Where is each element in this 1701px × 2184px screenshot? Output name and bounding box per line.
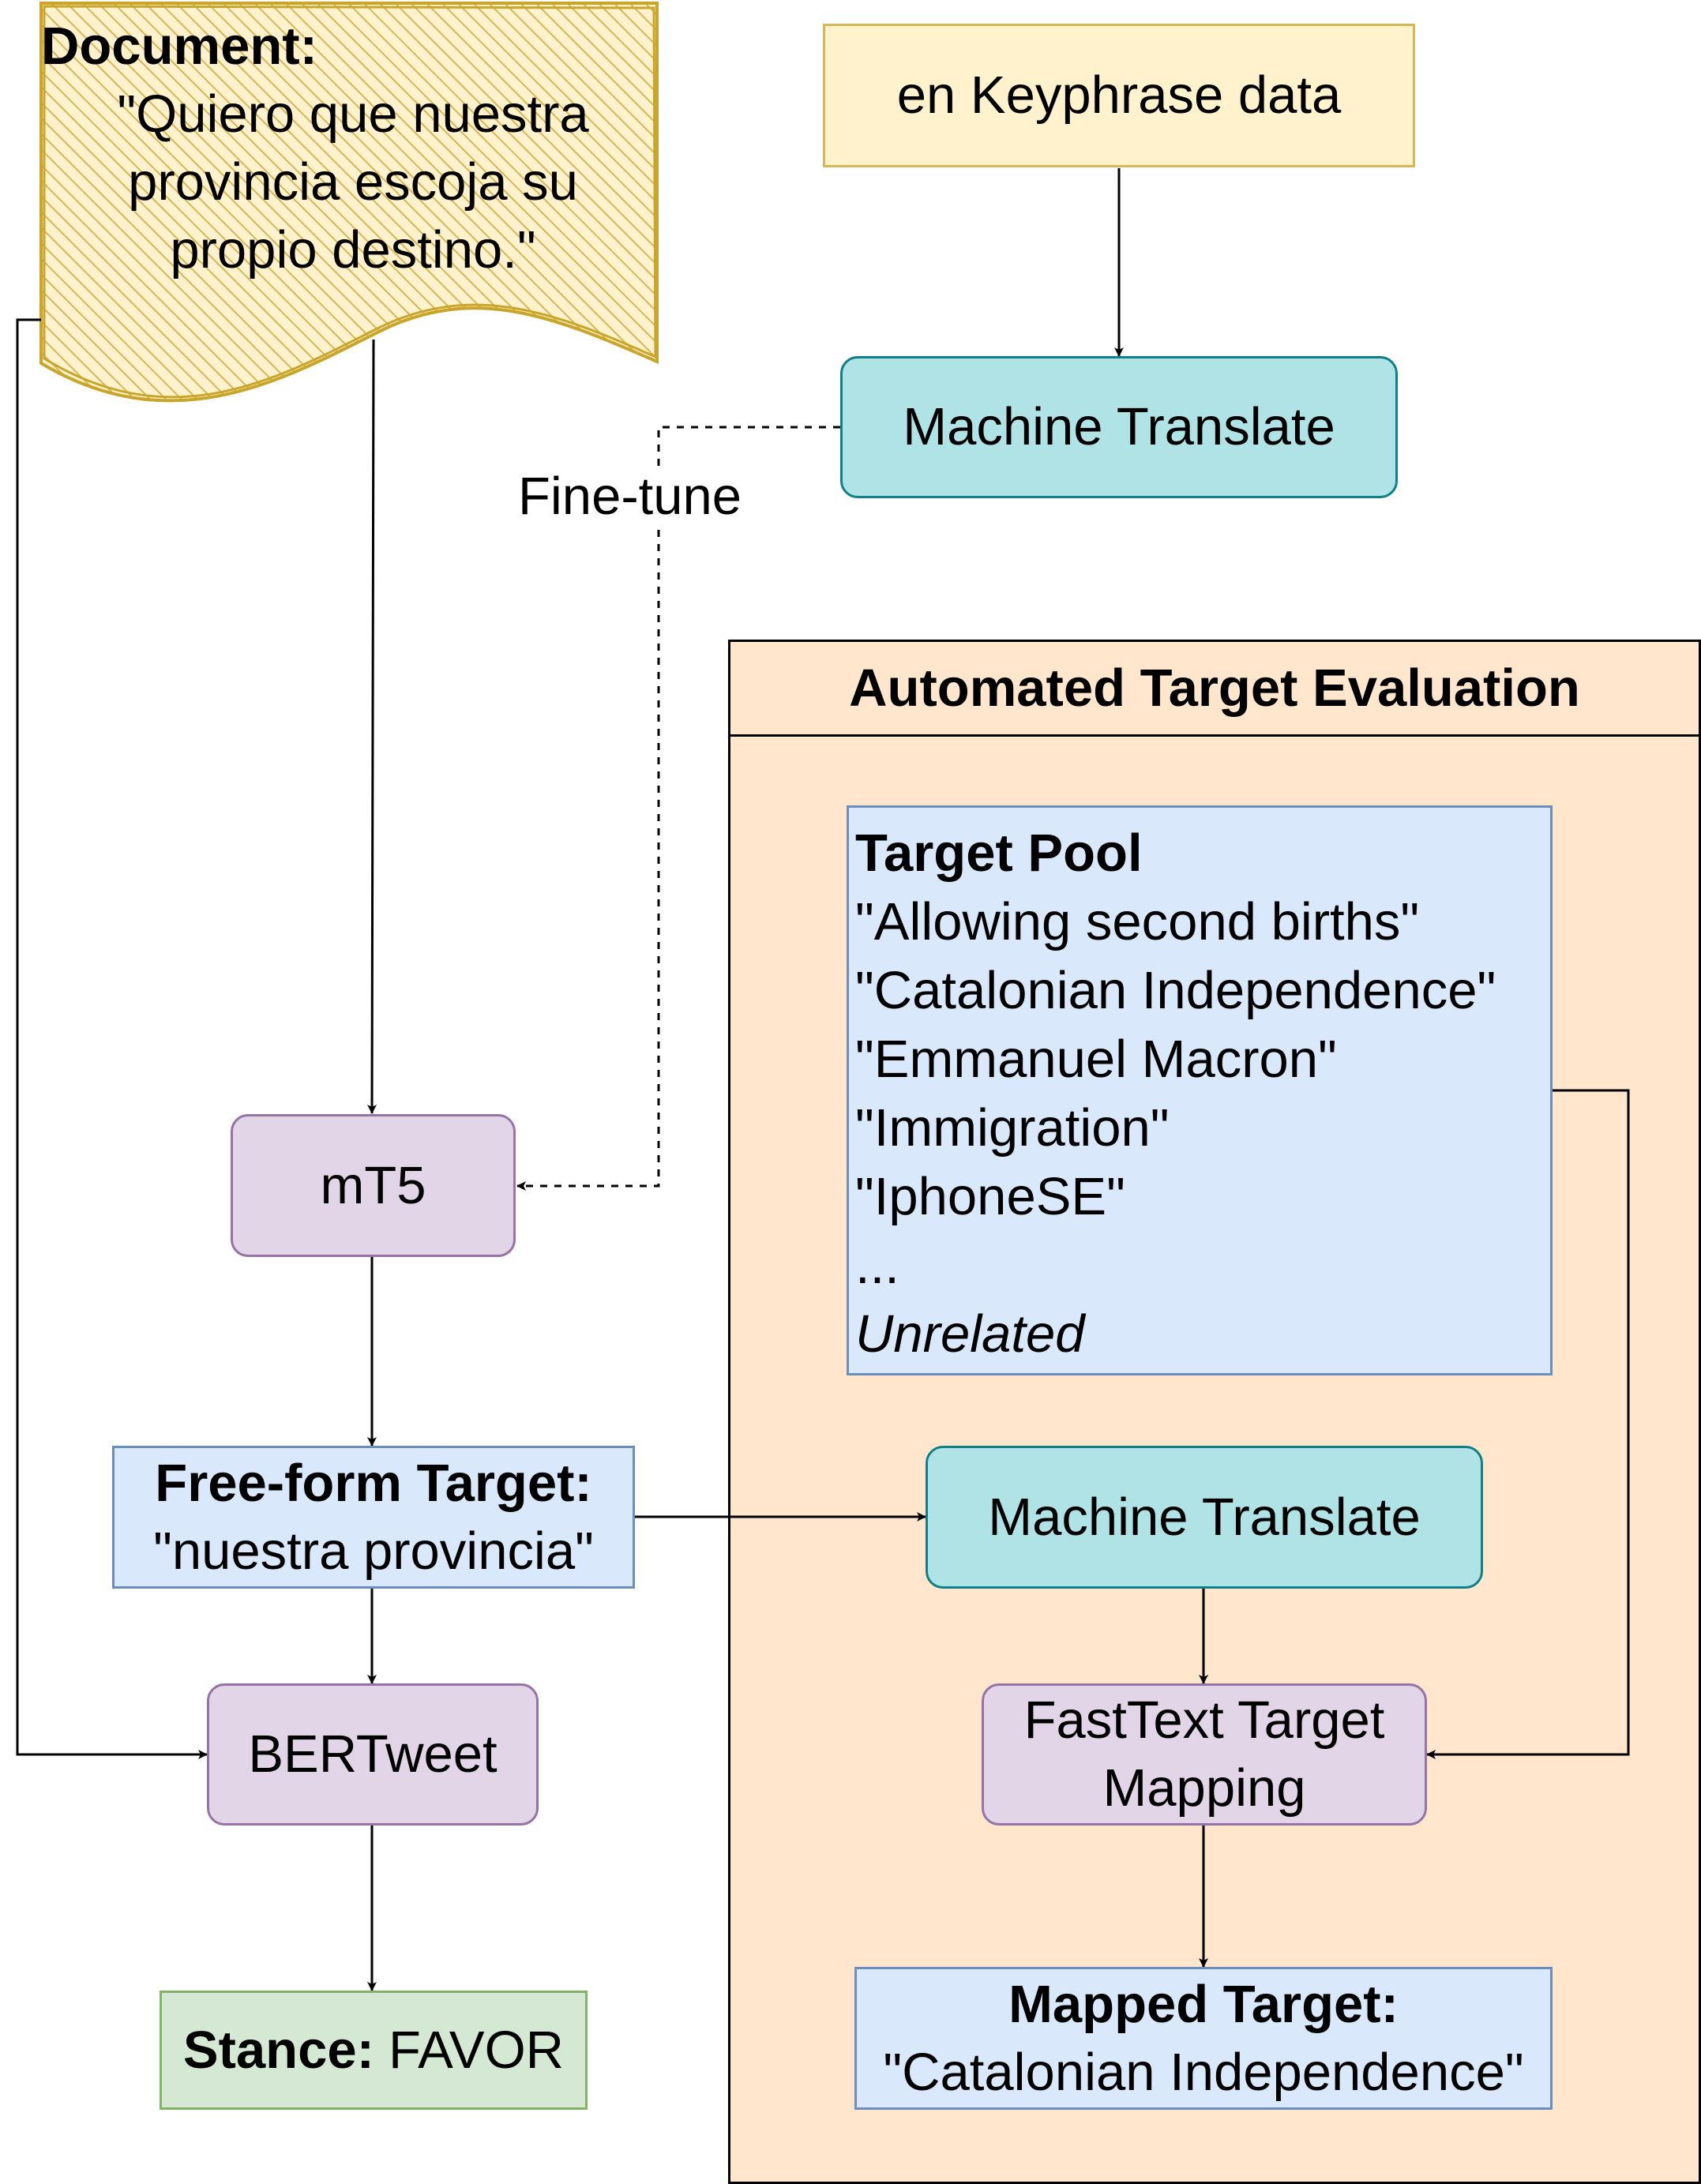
machine-translate-top-node: Machine Translate bbox=[840, 356, 1398, 498]
fasttext-mapping-node: FastText Target Mapping bbox=[982, 1683, 1427, 1826]
target-pool-unrelated: Unrelated bbox=[855, 1304, 1085, 1364]
bertweet-label: BERTweet bbox=[248, 1724, 498, 1784]
document-shape-outline bbox=[43, 5, 657, 399]
target-pool-node: Target Pool "Allowing second births" "Ca… bbox=[847, 805, 1553, 1375]
mt5-node: mT5 bbox=[231, 1114, 516, 1257]
fasttext-mapping-label: FastText Target Mapping bbox=[1023, 1691, 1385, 1818]
target-pool-item: "Immigration" bbox=[855, 1098, 1170, 1158]
stance-node: Stance: FAVOR bbox=[160, 1991, 588, 2110]
target-pool-item: "Catalonian Independence" bbox=[855, 961, 1496, 1020]
machine-translate-ate-label: Machine Translate bbox=[988, 1487, 1421, 1547]
machine-translate-ate-node: Machine Translate bbox=[926, 1446, 1483, 1589]
machine-translate-top-label: Machine Translate bbox=[903, 397, 1335, 457]
target-pool-item: "Emmanuel Macron" bbox=[855, 1030, 1337, 1089]
bertweet-node: BERTweet bbox=[207, 1683, 539, 1826]
mapped-target-node: Mapped Target: "Catalonian Independence" bbox=[854, 1967, 1553, 2110]
edge-finetune-dashed bbox=[516, 426, 840, 1191]
keyphrase-data-node: en Keyphrase data bbox=[823, 24, 1415, 167]
target-pool-item: "IphoneSE" bbox=[855, 1167, 1125, 1226]
edge-document-to-mt5 bbox=[367, 339, 377, 1114]
stance-title: Stance: bbox=[182, 2020, 374, 2080]
freeform-target-value: "nuestra provincia" bbox=[153, 1521, 594, 1581]
document-quote: "Quiero que nuestra provincia escoja su … bbox=[117, 84, 589, 280]
target-pool-item: "Allowing second births" bbox=[855, 892, 1420, 951]
ate-title: Automated Target Evaluation bbox=[730, 642, 1699, 737]
freeform-target-node: Free-form Target: "nuestra provincia" bbox=[112, 1446, 635, 1589]
finetune-label: Fine-tune bbox=[515, 466, 745, 527]
document-title: Document: bbox=[41, 17, 317, 76]
freeform-target-title: Free-form Target: bbox=[155, 1453, 592, 1513]
mapped-target-value: "Catalonian Independence" bbox=[883, 2042, 1524, 2102]
document-shape bbox=[39, 2, 659, 403]
keyphrase-data-label: en Keyphrase data bbox=[896, 66, 1342, 126]
mapped-target-title: Mapped Target: bbox=[1008, 1974, 1399, 2034]
stance-value: FAVOR bbox=[388, 2020, 565, 2080]
edge-document-to-bertweet bbox=[16, 318, 208, 1759]
mt5-label: mT5 bbox=[320, 1155, 426, 1215]
target-pool-title: Target Pool bbox=[855, 824, 1143, 883]
edge-pool-to-fasttext bbox=[1426, 1089, 1630, 1759]
target-pool-item: ... bbox=[855, 1236, 899, 1295]
